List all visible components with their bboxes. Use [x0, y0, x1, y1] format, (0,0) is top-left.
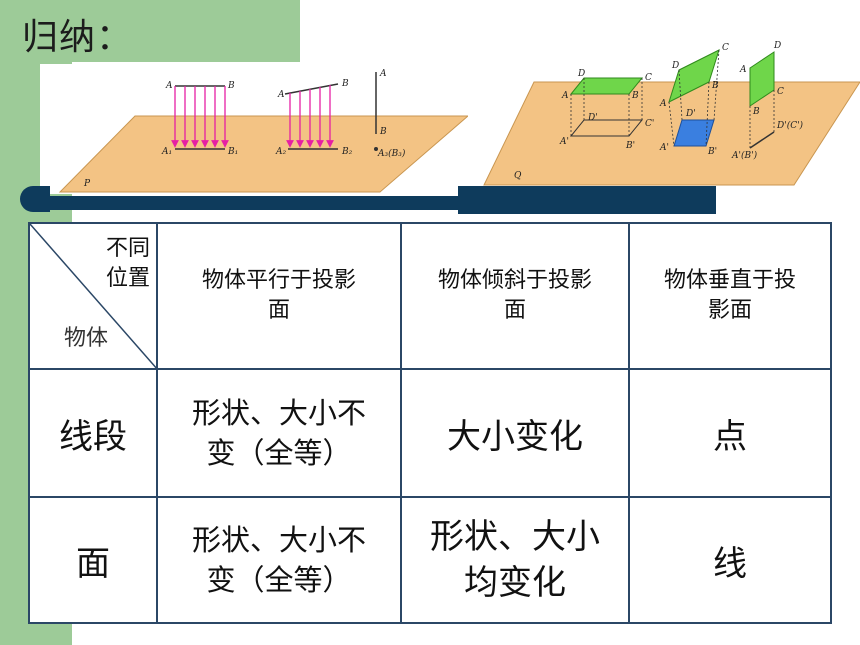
label-a2: A₂	[275, 147, 286, 157]
label-b3: B	[752, 107, 760, 117]
header-perpendicular: 物体垂直于投 影面	[628, 222, 832, 370]
cell-segment-parallel: 形状、大小不 变（全等）	[156, 368, 402, 498]
cell-plane-parallel-line2: 变（全等）	[206, 563, 352, 597]
header-parallel-line2: 面	[267, 298, 290, 323]
label-a-tilted: A	[277, 90, 285, 100]
label-c2: C	[722, 43, 729, 53]
header-perpendicular-line2: 影面	[707, 298, 752, 323]
header-parallel-line1: 物体平行于投影	[201, 268, 356, 293]
label-d1: D	[577, 69, 585, 79]
label-c1-prime: C'	[645, 119, 654, 129]
label-a-vertical: A	[379, 69, 387, 79]
label-d2-prime: D'	[685, 109, 696, 119]
label-d3: D	[773, 41, 781, 51]
header-oblique-line1: 物体倾斜于投影	[437, 268, 592, 293]
header-parallel: 物体平行于投影 面	[156, 222, 402, 370]
label-plane-p: P	[83, 179, 91, 189]
label-b2: B₂	[341, 147, 353, 157]
cell-segment-parallel-line2: 变（全等）	[206, 436, 352, 470]
label-b1: B	[631, 91, 639, 101]
cell-plane-oblique-line2: 均变化	[464, 563, 566, 603]
plane-projection-svg: D C A B D' C' A' B' D C A B D' A' B' D C…	[483, 41, 860, 186]
title-band	[0, 0, 300, 62]
plane-projection-figure: D C A B D' C' A' B' D C A B D' A' B' D C…	[474, 30, 860, 190]
cell-segment-perpendicular-text: 点	[713, 416, 747, 457]
label-d1-prime: D'	[587, 113, 598, 123]
label-a1: A₁	[161, 147, 172, 157]
cell-plane-parallel: 形状、大小不 变（全等）	[156, 496, 402, 624]
label-c1: C	[645, 73, 652, 83]
segment-ab-tilted	[284, 83, 339, 95]
label-d2: D	[671, 61, 679, 71]
label-a2-prime: A'	[659, 143, 669, 153]
label-c3: C	[777, 87, 784, 97]
header-perpendicular-line1: 物体垂直于投	[663, 268, 796, 293]
row-segment: 线段 形状、大小不 变（全等） 大小变化 点	[28, 368, 832, 498]
label-plane-q: Q	[514, 171, 522, 181]
row-label-segment: 线段	[28, 368, 158, 498]
cell-segment-perpendicular: 点	[628, 368, 832, 498]
corner-top-line1: 不同	[105, 236, 150, 261]
corner-top-line2: 位置	[105, 266, 150, 291]
label-b1-prime: B'	[625, 141, 635, 151]
page-title: 归纳：	[22, 17, 134, 58]
row-plane: 面 形状、大小不 变（全等） 形状、大小 均变化 线	[28, 496, 832, 624]
cell-segment-oblique-text: 大小变化	[447, 416, 583, 457]
label-b2: B	[711, 81, 719, 91]
cell-segment-oblique: 大小变化	[400, 368, 630, 498]
header-row: 不同 位置 物体 物体平行于投影 面 物体倾斜于投影 面 物体垂直于投 影面	[28, 222, 832, 370]
segment-projection-svg: A B A₁ B₁ A B A₂ B₂ A B A₃(B₃) P	[58, 69, 470, 193]
row-label-plane: 面	[28, 496, 158, 624]
segment-projection-figure: A B A₁ B₁ A B A₂ B₂ A B A₃(B₃) P	[40, 64, 470, 194]
label-b-tilted: B	[341, 79, 349, 89]
cell-plane-perpendicular: 线	[628, 496, 832, 624]
plane-p	[58, 115, 470, 193]
label-b1: B₁	[227, 147, 238, 157]
cell-plane-oblique: 形状、大小 均变化	[400, 496, 630, 624]
corner-cell: 不同 位置 物体	[28, 222, 158, 370]
diagonal-line	[30, 224, 158, 370]
label-a1: A	[561, 91, 569, 101]
cell-plane-perpendicular-text: 线	[713, 543, 747, 584]
label-a3: A	[739, 65, 747, 75]
divider-bar-right	[458, 186, 716, 214]
cell-plane-oblique-line1: 形状、大小	[430, 517, 600, 557]
divider-bar	[30, 196, 458, 210]
label-b-vertical: B	[379, 127, 387, 137]
label-d3c3-prime: D'(C')	[776, 120, 804, 131]
label-a1-prime: A'	[559, 137, 569, 147]
header-oblique-line2: 面	[503, 298, 526, 323]
label-a2: A	[659, 99, 667, 109]
corner-bottom-label: 物体	[64, 326, 109, 351]
label-b2-prime: B'	[707, 147, 717, 157]
label-b: B	[227, 81, 235, 91]
summary-table: 不同 位置 物体 物体平行于投影 面 物体倾斜于投影 面 物体垂直于投 影面 线…	[28, 222, 832, 624]
label-a3b3: A₃(B₃)	[377, 148, 406, 159]
label-a3b3-prime: A'(B')	[731, 150, 758, 161]
header-oblique: 物体倾斜于投影 面	[400, 222, 630, 370]
cell-plane-parallel-line1: 形状、大小不	[191, 523, 366, 557]
cell-segment-parallel-line1: 形状、大小不	[191, 396, 366, 430]
label-a: A	[165, 81, 173, 91]
corner-top-label: 不同 位置	[106, 234, 150, 294]
